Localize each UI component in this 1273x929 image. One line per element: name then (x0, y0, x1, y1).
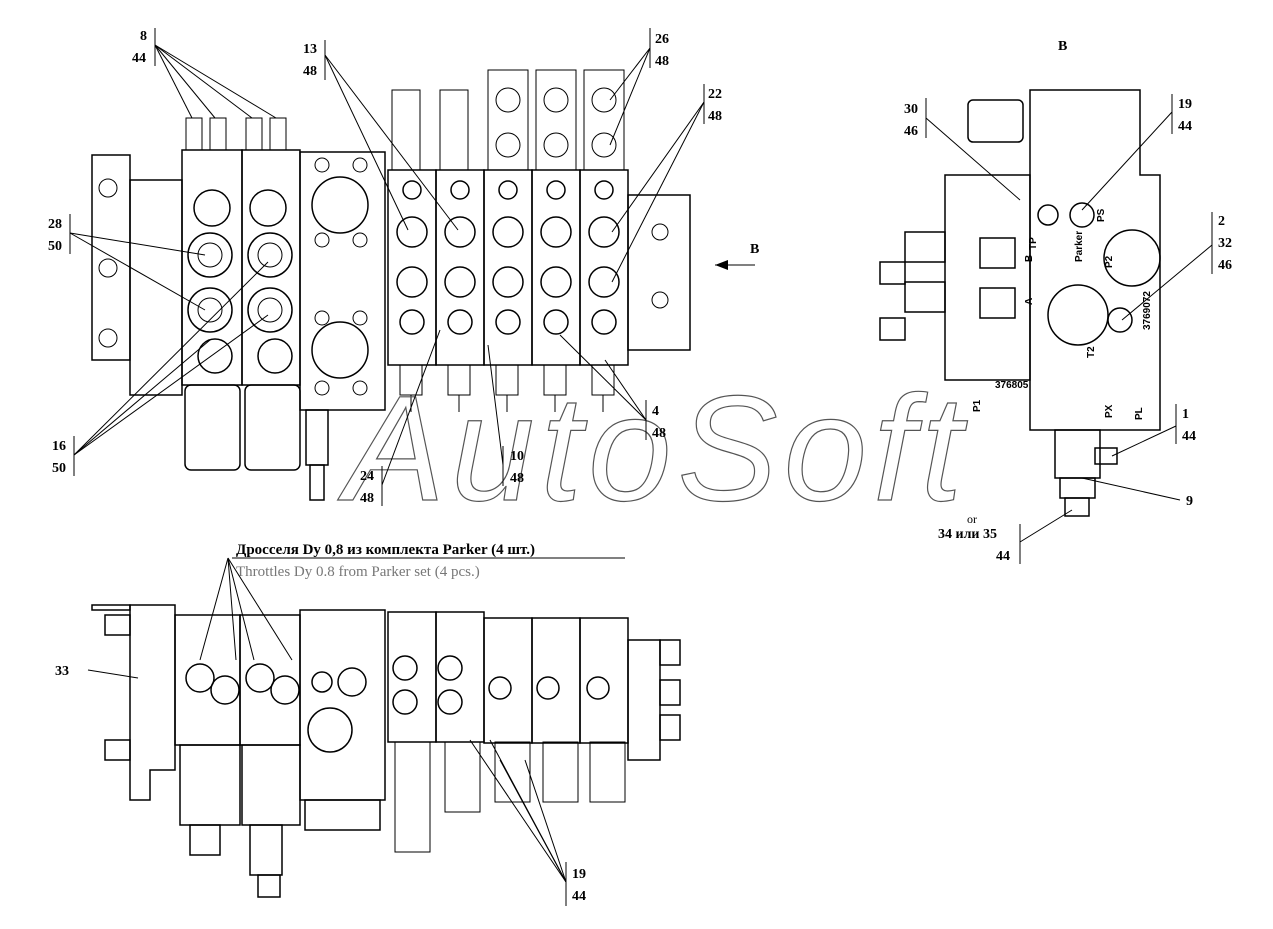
bottom-view (91, 604, 681, 898)
stamp-a: A (1024, 298, 1035, 305)
callout-22-48: 22 48 (611, 84, 722, 283)
view-arrow: B (715, 242, 759, 270)
callout-26-48: 26 48 (609, 28, 669, 146)
stamp-part-no: 3769072 (1142, 291, 1153, 330)
stamp-p1: P1 (972, 399, 983, 412)
svg-text:30: 30 (904, 102, 918, 117)
svg-text:48: 48 (708, 109, 722, 124)
svg-text:46: 46 (904, 124, 918, 139)
svg-text:22: 22 (708, 87, 722, 102)
callout-1-44: 1 44 (1111, 404, 1196, 457)
stamp-part-no-2: 376805 (995, 380, 1029, 391)
svg-text:32: 32 (1218, 236, 1232, 251)
svg-text:44: 44 (1182, 429, 1196, 444)
stamp-px: PX (1104, 404, 1115, 418)
callout-19-44-bottom: 19 44 (469, 739, 586, 906)
svg-text:46: 46 (1218, 258, 1232, 273)
svg-text:24: 24 (360, 469, 374, 484)
callout-28-50: 28 50 (48, 214, 206, 311)
stamp-t2: T2 (1086, 346, 1097, 358)
svg-text:19: 19 (572, 867, 586, 882)
stamp-p2: P2 (1104, 255, 1115, 268)
callout-16-50: 16 50 (52, 261, 269, 476)
callout-10-48: 10 48 (487, 344, 524, 486)
svg-text:48: 48 (360, 491, 374, 506)
caption-english: Throttles Dy 0.8 from Parker set (4 pcs.… (236, 564, 480, 580)
svg-text:16: 16 (52, 439, 66, 454)
svg-text:50: 50 (48, 239, 62, 254)
throttles-caption: Дросселя Dy 0,8 из комплекта Parker (4 ш… (199, 542, 625, 661)
side-view: B Parker 3769072 376805 P2 T2 PS P1 A B … (879, 39, 1161, 517)
callout-8-44: 8 44 (132, 28, 277, 119)
autosoft-watermark: AutoSoft (337, 364, 968, 532)
svg-text:48: 48 (510, 471, 524, 486)
svg-text:44: 44 (572, 889, 586, 904)
svg-text:48: 48 (655, 54, 669, 69)
svg-text:34 или 35: 34 или 35 (938, 527, 997, 542)
stamp-tp: TP (1028, 237, 1039, 250)
stamp-b: B (1024, 255, 1035, 262)
svg-text:33: 33 (55, 664, 69, 679)
callout-19-44-top: 19 44 (1081, 94, 1192, 211)
view-arrow-label: B (750, 242, 759, 257)
svg-text:10: 10 (510, 449, 524, 464)
svg-text:1: 1 (1182, 407, 1189, 422)
callout-9: 9 (1081, 477, 1193, 509)
view-label: B (1058, 39, 1067, 54)
callout-4-48: 4 48 (559, 334, 666, 441)
callout-13-48: 13 48 (303, 40, 459, 231)
svg-text:26: 26 (655, 32, 669, 47)
svg-text:8: 8 (140, 29, 147, 44)
callout-24-48: 24 48 (360, 329, 441, 506)
svg-text:44: 44 (996, 549, 1010, 564)
stamp-parker: Parker (1074, 231, 1085, 262)
svg-text:50: 50 (52, 461, 66, 476)
svg-text:28: 28 (48, 217, 62, 232)
callout-34-35-44: or 34 или 35 44 (938, 509, 1073, 564)
svg-text:4: 4 (652, 404, 659, 419)
svg-text:2: 2 (1218, 214, 1225, 229)
svg-text:44: 44 (1178, 119, 1192, 134)
caption-russian: Дросселя Dy 0,8 из комплекта Parker (4 ш… (236, 542, 535, 558)
svg-text:or: or (967, 512, 977, 526)
callout-30-46: 30 46 (904, 98, 1021, 201)
svg-text:13: 13 (303, 42, 317, 57)
svg-text:48: 48 (652, 426, 666, 441)
callout-33: 33 (55, 664, 139, 679)
svg-text:44: 44 (132, 51, 146, 66)
svg-text:19: 19 (1178, 97, 1192, 112)
svg-text:9: 9 (1186, 494, 1193, 509)
stamp-ps: PS (1096, 208, 1107, 222)
svg-text:48: 48 (303, 64, 317, 79)
callout-2-32-46: 2 32 46 (1121, 212, 1232, 321)
stamp-pl: PL (1134, 407, 1145, 420)
